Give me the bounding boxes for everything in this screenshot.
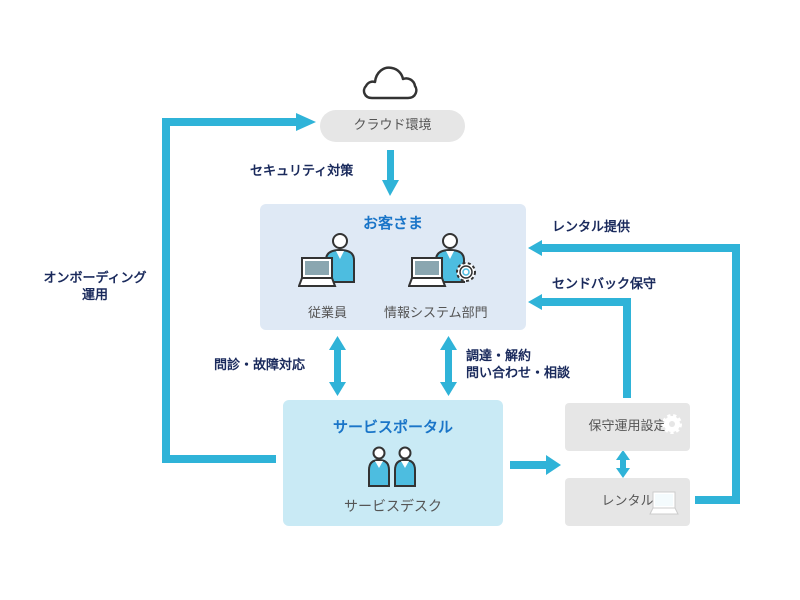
rental-box: レンタル	[565, 478, 690, 526]
inquiry-arrowhead-down	[329, 382, 346, 396]
rental-provide-label: レンタル提供	[552, 220, 631, 235]
it-dept-label: 情報システム部門	[384, 306, 488, 321]
onboarding-arrow	[162, 118, 300, 463]
staff-person-1	[368, 446, 390, 487]
inquiry-arrow-shaft	[334, 348, 341, 384]
rental-provide-arrowhead	[528, 240, 542, 256]
rental-label: レンタル	[601, 494, 654, 509]
sendback-arrowhead	[528, 294, 542, 310]
service-portal-box: サービスポータル サービスデスク	[283, 400, 503, 526]
laptop-icon	[649, 491, 679, 515]
portal-out-arrow-shaft	[510, 461, 548, 469]
staff-person-2	[394, 446, 416, 487]
maintenance-label: 保守運用設定	[588, 419, 667, 434]
employee-laptop-icon	[298, 233, 355, 287]
security-label: セキュリティ対策	[250, 164, 354, 179]
inquiry-arrowhead-up	[329, 336, 346, 350]
customer-box: お客さま 従業員 情報システム部門	[260, 204, 526, 330]
onboarding-arrowhead	[296, 113, 316, 131]
security-arrow-shaft	[387, 150, 394, 182]
portal-title: サービスポータル	[332, 418, 453, 436]
maint-rental-down	[616, 468, 630, 478]
maintenance-settings-box: 保守運用設定	[565, 403, 690, 451]
sendback-arrow	[538, 298, 631, 398]
procure-label: 調達・解約 問い合わせ・相談	[466, 348, 570, 382]
employee-label: 従業員	[308, 306, 348, 321]
it-dept-laptop-gear-icon	[408, 233, 476, 287]
procure-arrowhead-down	[440, 382, 457, 396]
rental-provide-arrow	[538, 244, 740, 504]
procure-arrow-shaft	[445, 348, 452, 384]
maint-rental-up	[616, 450, 630, 460]
inquiry-label: 問診・故障対応	[214, 358, 306, 373]
procure-label-line1: 調達・解約	[466, 349, 532, 364]
customer-title: お客さま	[362, 214, 423, 232]
maint-rental-shaft	[620, 458, 626, 470]
gear-icon	[456, 262, 476, 282]
onboarding-label-line1: オンボーディング	[43, 271, 147, 286]
portal-out-arrowhead	[546, 455, 561, 475]
sendback-label: センドバック保守	[552, 277, 657, 292]
onboarding-label-line2: 運用	[81, 288, 108, 303]
cloud-environment: クラウド環境	[320, 110, 465, 142]
onboarding-label: オンボーディング 運用	[30, 270, 160, 304]
procure-label-line2: 問い合わせ・相談	[466, 366, 571, 381]
cloud-icon	[362, 66, 418, 100]
procure-arrowhead-up	[440, 336, 457, 350]
service-desk-staff-icon	[368, 446, 416, 487]
service-desk-label: サービスデスク	[344, 499, 442, 515]
security-arrowhead	[382, 180, 399, 196]
gear-icon	[662, 414, 682, 434]
